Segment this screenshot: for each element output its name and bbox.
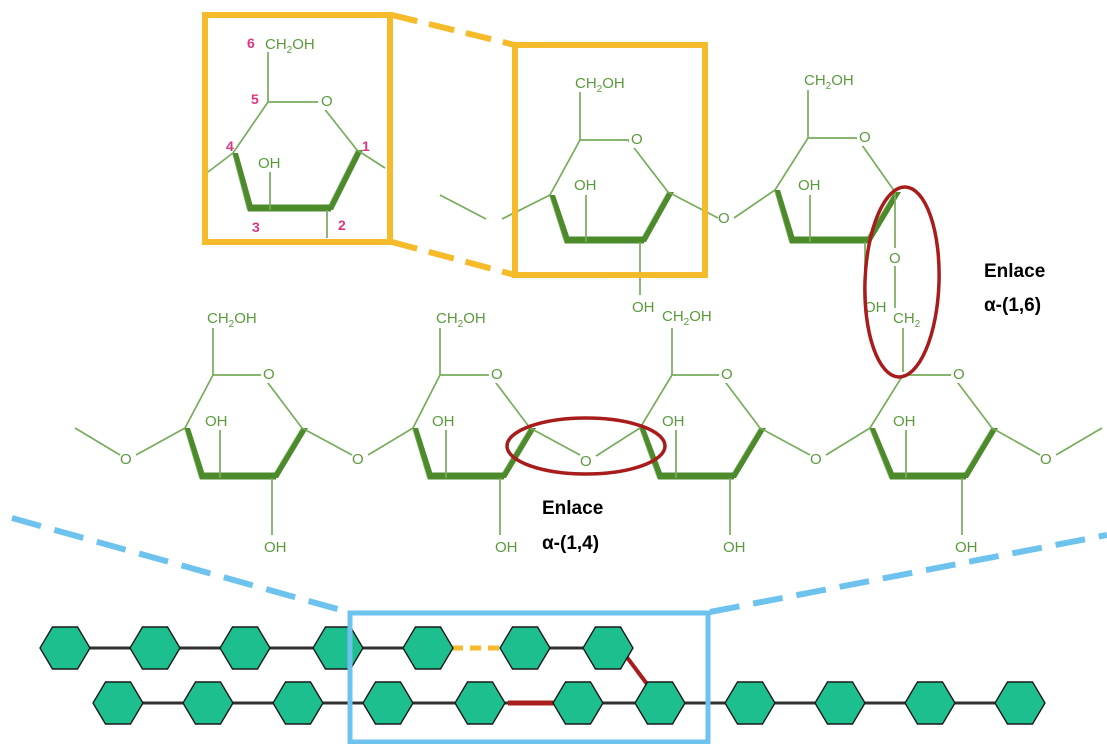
alpha14-bond-highlight xyxy=(505,416,667,476)
overview-hexagon-bottom-2 xyxy=(182,681,234,725)
lower-unit2-ring-oxygen: O xyxy=(491,366,503,383)
lower-unit3-ch2oh: CH2OH xyxy=(662,308,712,328)
lower-terminal-oxygen-left: O xyxy=(120,451,132,468)
upper-unit1-ring-oxygen: O xyxy=(631,131,643,148)
overview-hexagon-top-1 xyxy=(39,626,91,670)
lower-unit2-hydroxyl: OH xyxy=(432,413,455,430)
overview-hexagon-top-6 xyxy=(499,626,551,670)
upper-glucose-chain: O CH2OH OH OH O O CH2OH OH OH O CH2 xyxy=(439,42,921,372)
alpha14-label-line2: α-(1,4) xyxy=(542,533,599,554)
upper-unit2-ring-oxygen: O xyxy=(859,129,871,146)
overview-hexagon-top-5 xyxy=(402,626,454,670)
hydroxyl-label: OH xyxy=(258,155,281,172)
overview-hexagon-bottom-8 xyxy=(724,681,776,725)
overview-hexagon-bottom-9 xyxy=(814,681,866,725)
alpha16-bridge-oxygen: O xyxy=(889,250,901,267)
overview-chains xyxy=(39,610,1046,744)
lower-unit1-ch2oh: CH2OH xyxy=(207,310,257,330)
zoom-connector-lines xyxy=(391,12,516,278)
zoomed-unit-box xyxy=(512,42,708,278)
carbon-number-4: 4 xyxy=(226,138,234,154)
lower-unit2-ch2oh: CH2OH xyxy=(436,310,486,330)
bridge-oxygen-upper: O xyxy=(718,210,730,227)
overview-hexagon-top-7 xyxy=(582,626,634,670)
carbon-number-1: 1 xyxy=(362,138,370,154)
overview-hexagon-bottom-10 xyxy=(904,681,956,725)
lower-unit1-hydroxyl: OH xyxy=(205,413,228,430)
alpha16-bond-highlight xyxy=(863,185,941,379)
glucose-unit-box xyxy=(202,12,393,245)
lower-unit3-hydroxyl: OH xyxy=(662,413,685,430)
lower-glucose-chain: O O CH2OH OH OH O O CH2OH OH OH O xyxy=(74,308,1103,556)
lower-unit1-ring-oxygen: O xyxy=(263,366,275,383)
alpha14-bridge-oxygen: O xyxy=(580,453,592,470)
overview-hexagon-top-4 xyxy=(312,626,364,670)
upper-unit2-c2-hydroxyl: OH xyxy=(864,299,887,316)
carbon-number-3: 3 xyxy=(252,219,260,235)
lower-unit4-c2-hydroxyl: OH xyxy=(955,539,978,556)
overview-hexagon-bottom-6 xyxy=(552,681,604,725)
upper-unit2-ch2oh: CH2OH xyxy=(804,72,854,92)
carbon-number-5: 5 xyxy=(251,91,259,107)
alpha16-label-line1: Enlace xyxy=(984,261,1045,282)
ring-oxygen-label: O xyxy=(321,93,333,110)
lower-unit2-c2-hydroxyl: OH xyxy=(495,539,518,556)
alpha16-ch2-label: CH2 xyxy=(893,310,921,330)
upper-unit1-hydroxyl: OH xyxy=(574,177,597,194)
overview-connector-lines xyxy=(11,515,1107,615)
bridge-oxygen-lower-3: O xyxy=(810,451,822,468)
overview-hexagon-top-2 xyxy=(129,626,181,670)
overview-hexagon-bottom-7 xyxy=(634,681,686,725)
overview-hexagons xyxy=(39,626,1046,725)
lower-terminal-oxygen-right: O xyxy=(1040,451,1052,468)
upper-unit1-ch2oh: CH2OH xyxy=(575,75,625,95)
ch2oh-label: CH2OH xyxy=(265,36,315,56)
overview-hexagon-bottom-1 xyxy=(92,681,144,725)
overview-hexagon-top-3 xyxy=(219,626,271,670)
lower-unit4-hydroxyl: OH xyxy=(893,413,916,430)
carbon-number-6: 6 xyxy=(247,35,255,51)
upper-unit1-c2-hydroxyl: OH xyxy=(632,299,655,316)
carbon-number-2: 2 xyxy=(338,217,346,233)
overview-hexagon-bottom-11 xyxy=(994,681,1046,725)
bridge-oxygen-lower-1: O xyxy=(352,451,364,468)
lower-unit3-ring-oxygen: O xyxy=(721,366,733,383)
alpha14-label-line1: Enlace xyxy=(542,498,603,519)
lower-unit1-c2-hydroxyl: OH xyxy=(264,539,287,556)
overview-hexagon-bottom-5 xyxy=(454,681,506,725)
lower-unit4-ring-oxygen: O xyxy=(953,366,965,383)
alpha16-label-line2: α-(1,6) xyxy=(984,295,1041,316)
overview-hexagon-bottom-4 xyxy=(362,681,414,725)
lower-unit3-c2-hydroxyl: OH xyxy=(723,539,746,556)
upper-unit2-hydroxyl: OH xyxy=(798,177,821,194)
glucose-unit-detail: O CH2OH OH 6 5 4 3 2 1 xyxy=(202,12,393,245)
overview-highlight-box xyxy=(347,610,711,744)
overview-hexagon-bottom-3 xyxy=(272,681,324,725)
